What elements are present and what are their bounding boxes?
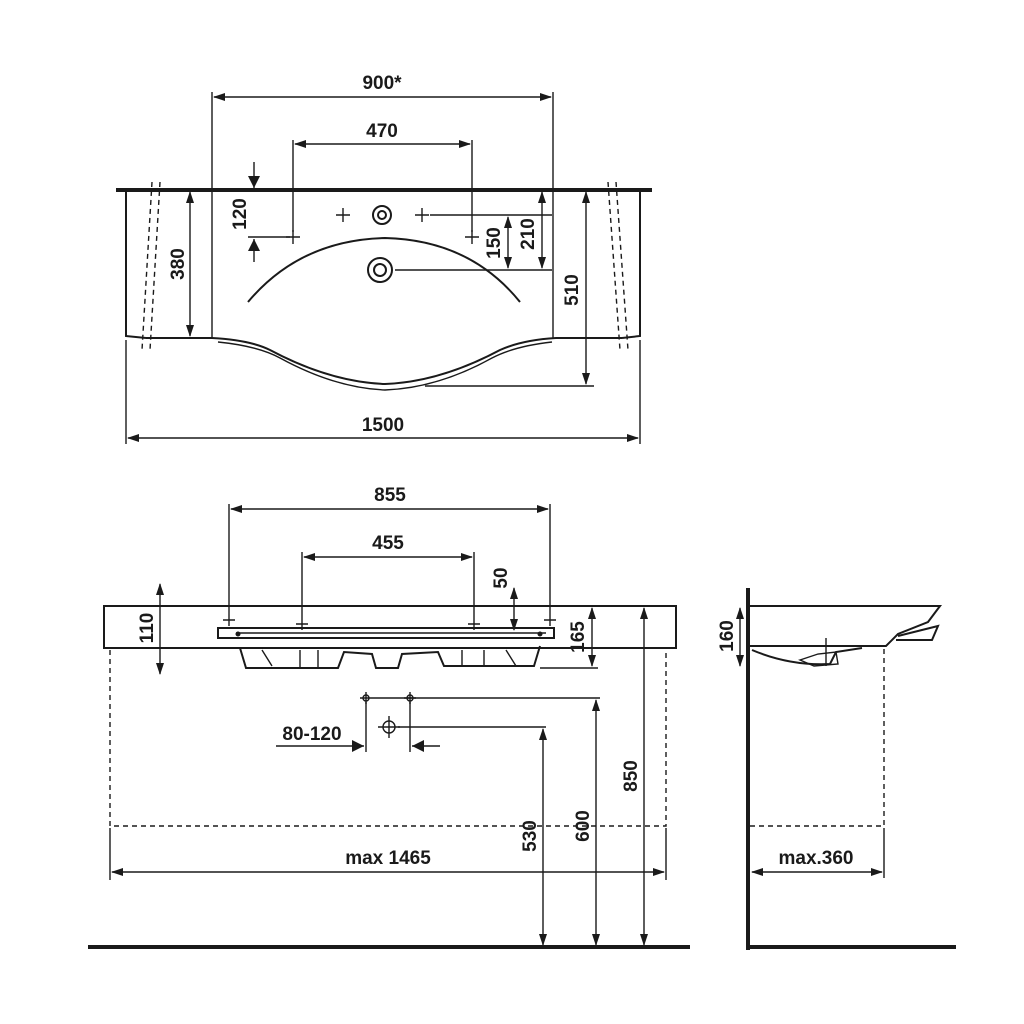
bowl-underside [239, 645, 541, 669]
side-waste [798, 651, 839, 667]
dim-label-360: max.360 [778, 848, 853, 869]
break-line-right-a [607, 181, 621, 351]
dim-label-470: 470 [366, 121, 398, 142]
break-line-left-b [149, 181, 161, 351]
break-line-right-b [615, 181, 629, 351]
dim-label-600: 600 [573, 810, 594, 842]
bowl-rim-bar [217, 627, 555, 639]
rim-dot [235, 631, 241, 637]
waste-center-cross [378, 716, 400, 738]
side-profile [750, 605, 942, 647]
dim-label-850: 850 [621, 760, 642, 792]
dim-label-160: 160 [717, 620, 738, 652]
top-view-right-wall [621, 192, 641, 339]
dim-label-530: 530 [520, 820, 541, 852]
dim-label-455: 455 [372, 533, 404, 554]
dim-label-50: 50 [491, 567, 512, 588]
dim-label-210: 210 [518, 218, 539, 250]
drain-inner [373, 263, 387, 277]
side-bowl-underside [751, 647, 863, 666]
tap-hole-inner [377, 210, 387, 220]
top-view-front-edge-inner [217, 341, 553, 391]
dim-label-510: 510 [562, 274, 583, 306]
tap-hole-outer [372, 205, 392, 225]
waste-hole-cross [360, 692, 416, 704]
dim-label-80-120: 80-120 [282, 724, 341, 745]
fixing-mark [296, 618, 308, 630]
fixing-mark [336, 208, 350, 222]
front-view-slab [103, 605, 677, 649]
side-view: 160 max.360 [717, 588, 956, 950]
rim-dot [537, 631, 543, 637]
side-cabinet-outline [750, 648, 885, 827]
cabinet-outline [109, 650, 667, 827]
dim-label-1500: 1500 [362, 415, 404, 436]
dim-label-150: 150 [484, 227, 505, 259]
top-view: 900* 470 1500 120 380 150 210 510 [116, 73, 652, 444]
fixing-mark [465, 230, 479, 244]
arrow-head [352, 740, 364, 752]
dim-label-380: 380 [168, 248, 189, 280]
dim-label-1465: max 1465 [345, 848, 431, 869]
fixing-mark [544, 614, 556, 626]
arrow-head [248, 176, 260, 188]
arrow-head [248, 239, 260, 251]
dim-label-120: 120 [230, 198, 251, 230]
top-view-front-edge [146, 337, 622, 386]
side-profile-lip [896, 624, 940, 641]
fixing-mark [468, 618, 480, 630]
dim-label-165: 165 [568, 621, 589, 653]
dim-label-855: 855 [374, 485, 406, 506]
fixing-mark [223, 614, 235, 626]
drain-outer [367, 257, 393, 283]
dim-label-900: 900* [362, 73, 402, 94]
top-view-left-wall [125, 192, 147, 339]
break-line-left-a [141, 181, 153, 351]
arrow-head [412, 740, 424, 752]
front-view: 855 455 110 50 165 80-120 max 1465 530 6… [88, 485, 690, 949]
fixing-mark [415, 208, 429, 222]
dim-label-110: 110 [137, 613, 158, 644]
bowl-ribs [261, 649, 517, 668]
